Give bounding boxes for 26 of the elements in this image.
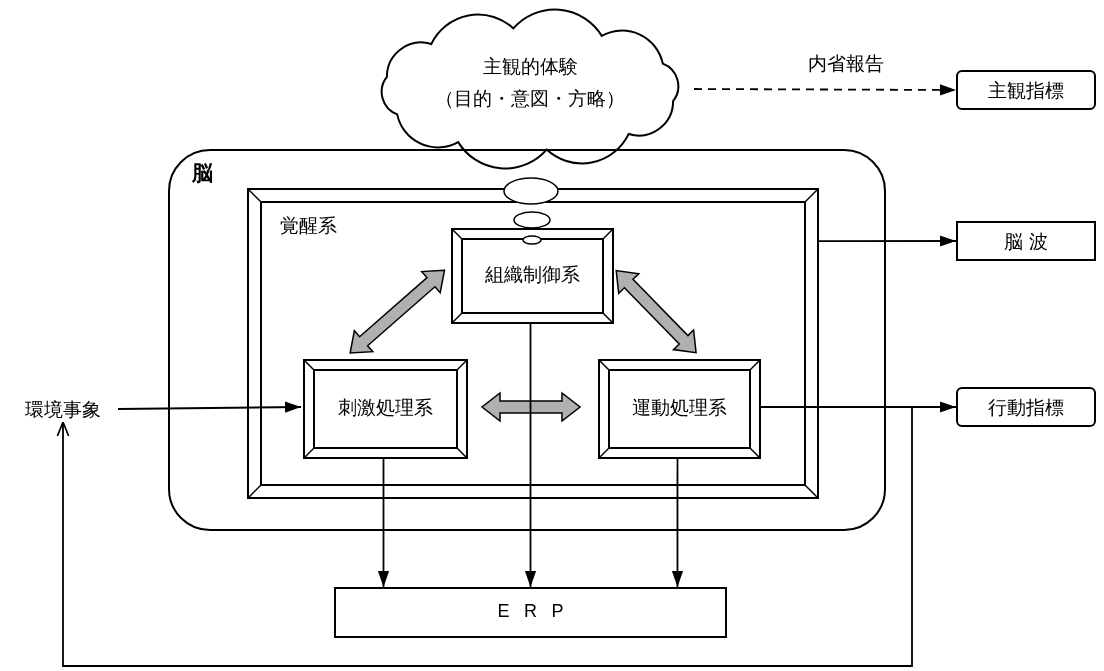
box-label: 組織制御系	[484, 262, 581, 286]
cloud-heading: 主観的体験	[481, 55, 579, 78]
double-block-arrow	[615, 269, 697, 354]
input-label: 環境事象	[24, 397, 102, 421]
arrow	[816, 235, 957, 247]
indicator-box	[956, 70, 1096, 110]
arrow	[377, 456, 390, 588]
box-label: 行動指標	[987, 395, 1065, 419]
box-label: 主観指標	[987, 78, 1065, 102]
indicator-box	[956, 387, 1096, 427]
double-block-arrow	[480, 391, 582, 423]
double-block-arrow	[349, 269, 446, 354]
output-box	[334, 587, 727, 638]
arrow	[671, 456, 684, 588]
box-label: ERP	[496, 601, 579, 623]
box-label: 運動処理系	[631, 395, 728, 419]
box-label: 脳 波	[1002, 229, 1049, 253]
output-box	[956, 221, 1096, 261]
cloud-subtext: （目的・意図・方略）	[434, 87, 626, 110]
region-label: 脳	[192, 161, 213, 187]
arrow	[693, 84, 957, 96]
arrow	[117, 401, 302, 413]
region-label: 覚醒系	[280, 214, 337, 237]
arrow	[524, 321, 537, 588]
box-label: 刺激処理系	[337, 395, 434, 419]
arrow	[56, 406, 913, 667]
